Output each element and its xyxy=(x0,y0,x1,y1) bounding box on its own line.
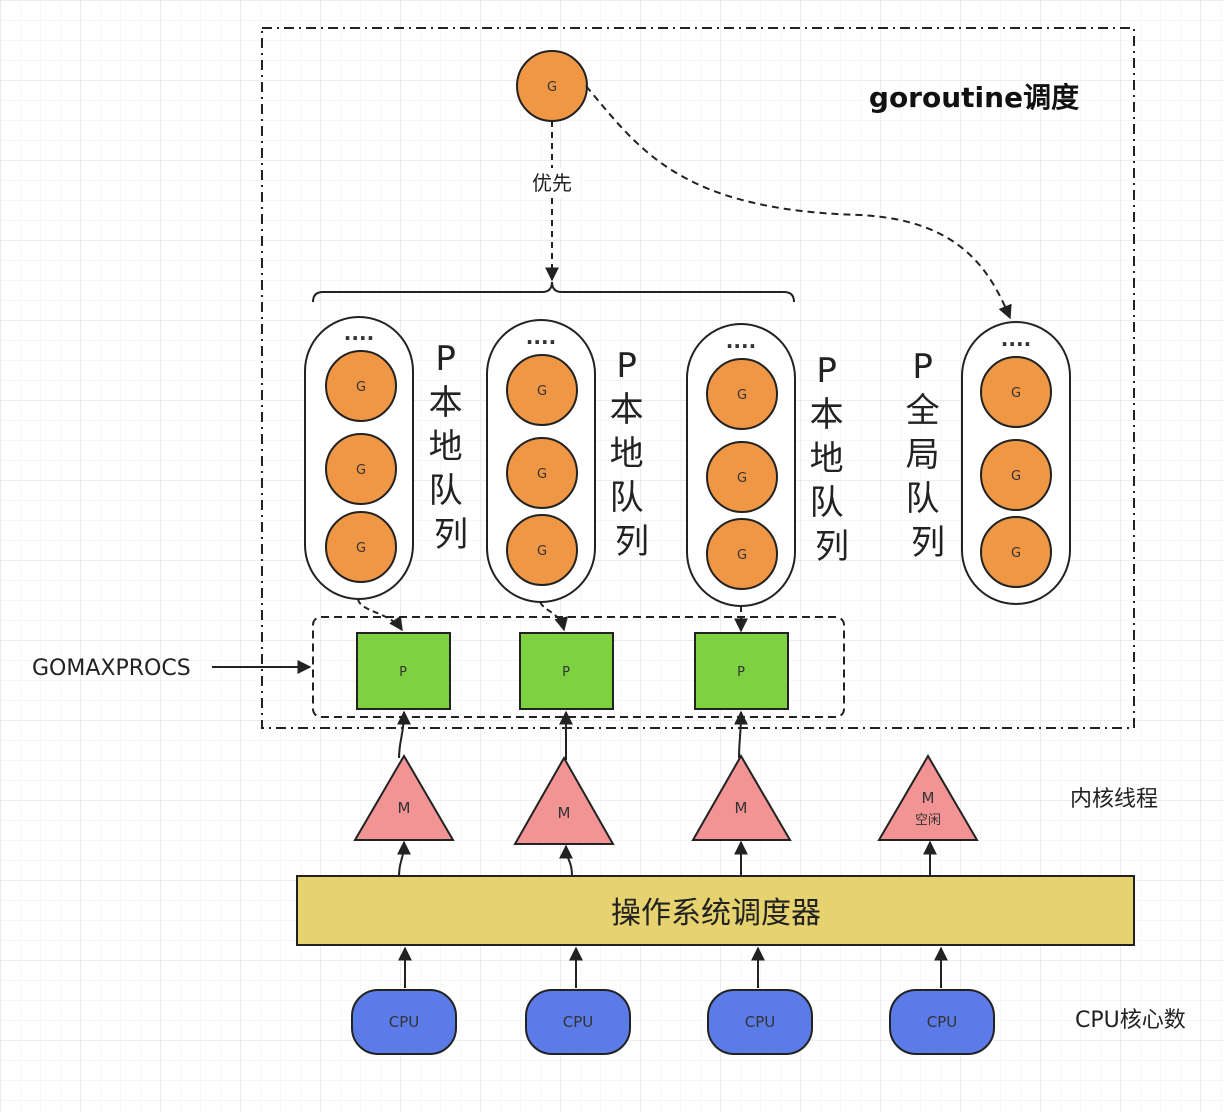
processor-2: P xyxy=(519,632,614,710)
svg-text:M: M xyxy=(922,789,935,807)
svg-text:P: P xyxy=(562,665,570,680)
priority-label: 优先 xyxy=(532,171,572,195)
svg-text:M: M xyxy=(735,799,748,817)
cpu-cores-label: CPU核心数 xyxy=(1075,1008,1186,1033)
goroutine-label: G xyxy=(1011,469,1021,484)
svg-text:G: G xyxy=(547,80,557,95)
goroutine-label: G xyxy=(737,471,747,486)
goroutine-label: G xyxy=(1011,386,1021,401)
global-queue: .... G G G xyxy=(961,321,1071,605)
goroutine-label: G xyxy=(537,544,547,559)
goroutine-scheduling-boundary xyxy=(261,27,1135,729)
processor-1: P xyxy=(356,632,451,710)
goroutine-label: G xyxy=(537,467,547,482)
svg-text:M: M xyxy=(398,799,411,817)
kernel-thread-idle: M 空闲 xyxy=(877,754,979,841)
goroutine-label: G xyxy=(356,380,366,395)
queue-ellipsis: .... xyxy=(344,321,374,345)
idle-label: 空闲 xyxy=(915,813,941,828)
new-goroutine: G xyxy=(516,50,588,122)
goroutine-label: G xyxy=(356,541,366,556)
global-queue-arrow xyxy=(585,85,1012,320)
svg-text:P: P xyxy=(737,665,745,680)
goroutine-label: G xyxy=(356,463,366,478)
local-queue-label: P 本 地 队 列 xyxy=(429,339,474,555)
global-queue-label: P 全 局 队 列 xyxy=(906,347,951,563)
cpu-2: CPU xyxy=(525,989,631,1055)
cpu-1: CPU xyxy=(351,989,457,1055)
queue-ellipsis: .... xyxy=(726,329,756,353)
cpu-3: CPU xyxy=(707,989,813,1055)
svg-text:CPU: CPU xyxy=(745,1013,776,1031)
goroutine-label: G xyxy=(537,384,547,399)
processor-3: P xyxy=(694,632,789,710)
goroutine-label: G xyxy=(737,388,747,403)
svg-text:操作系统调度器: 操作系统调度器 xyxy=(611,896,821,931)
svg-text:CPU: CPU xyxy=(563,1013,594,1031)
svg-text:P: P xyxy=(399,665,407,680)
local-queue-2: .... G G G xyxy=(486,319,596,603)
svg-text:M: M xyxy=(558,804,571,822)
svg-text:CPU: CPU xyxy=(927,1013,958,1031)
os-scheduler: 操作系统调度器 xyxy=(296,875,1135,946)
kernel-thread-2: M xyxy=(513,755,615,845)
svg-text:CPU: CPU xyxy=(389,1013,420,1031)
local-queue-3: .... G G G xyxy=(686,323,796,607)
gomaxprocs-label: GOMAXPROCS xyxy=(32,656,191,681)
queue-ellipsis: .... xyxy=(526,325,556,349)
goroutine-scheduling-title: goroutine调度 xyxy=(869,81,1079,114)
queue-ellipsis: .... xyxy=(1001,327,1031,351)
goroutine-label: G xyxy=(737,548,747,563)
local-queue-1: .... G G G xyxy=(304,316,414,600)
kernel-thread-1: M xyxy=(353,754,455,841)
local-queue-label: P 本 地 队 列 xyxy=(810,351,855,567)
kernel-thread-label: 内核线程 xyxy=(1070,787,1158,812)
local-queues-brace xyxy=(312,281,795,303)
cpu-4: CPU xyxy=(889,989,995,1055)
kernel-thread-3: M xyxy=(691,754,792,841)
local-queue-label: P 本 地 队 列 xyxy=(610,346,655,562)
goroutine-label: G xyxy=(1011,546,1021,561)
